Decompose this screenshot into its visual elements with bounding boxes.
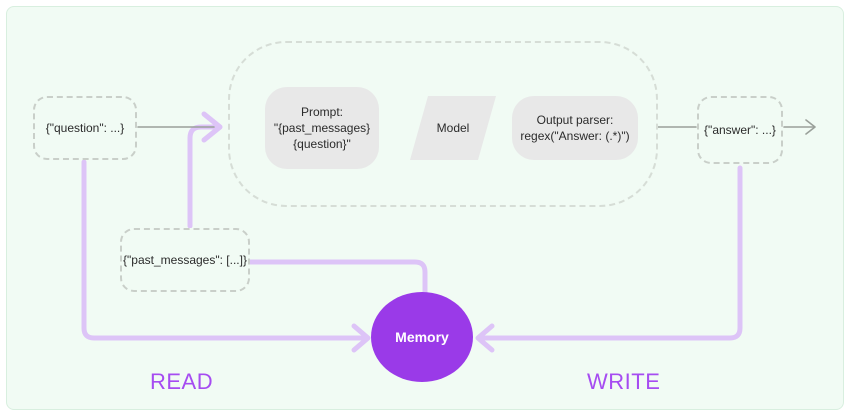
memory-arrowhead-left — [351, 323, 371, 353]
past-messages-label: {"past_messages": [...]} — [123, 253, 247, 267]
prompt-title: Prompt: — [300, 105, 343, 119]
chain-group — [228, 41, 658, 207]
read-label: READ — [150, 369, 214, 394]
read-link-question-to-memory — [81, 159, 369, 341]
question-input-label: {"question": ...} — [45, 121, 125, 135]
write-label: WRITE — [587, 369, 661, 394]
prompt-arrowhead — [201, 111, 223, 143]
output-parser-node: Output parser: regex("Answer: (.*)") — [512, 96, 638, 160]
prompt-template-line1: "{past_messages} — [273, 121, 371, 135]
output-arrowhead — [805, 119, 816, 135]
answer-output-node: {"answer": ...} — [697, 96, 783, 164]
past-messages-node: {"past_messages": [...]} — [120, 228, 250, 292]
output-parser-title: Output parser: — [536, 113, 614, 127]
prompt-node: Prompt: "{past_messages} {question}" — [265, 87, 379, 169]
prompt-template-line2: {question}" — [293, 137, 351, 151]
memory-arrowhead-right — [475, 323, 495, 353]
write-link-answer-to-memory — [477, 165, 743, 341]
memory-node: Memory — [371, 292, 473, 382]
read-link-past-messages-to-prompt — [187, 124, 217, 229]
memory-label: Memory — [395, 329, 449, 345]
answer-output-label: {"answer": ...} — [704, 123, 776, 137]
question-input-node: {"question": ...} — [33, 96, 137, 160]
read-link-memory-to-past-messages — [247, 259, 428, 295]
model-label: Model — [436, 121, 470, 135]
output-parser-regex: regex("Answer: (.*)") — [520, 129, 630, 143]
model-node: Model — [410, 96, 496, 160]
model-parallelogram — [410, 96, 496, 160]
